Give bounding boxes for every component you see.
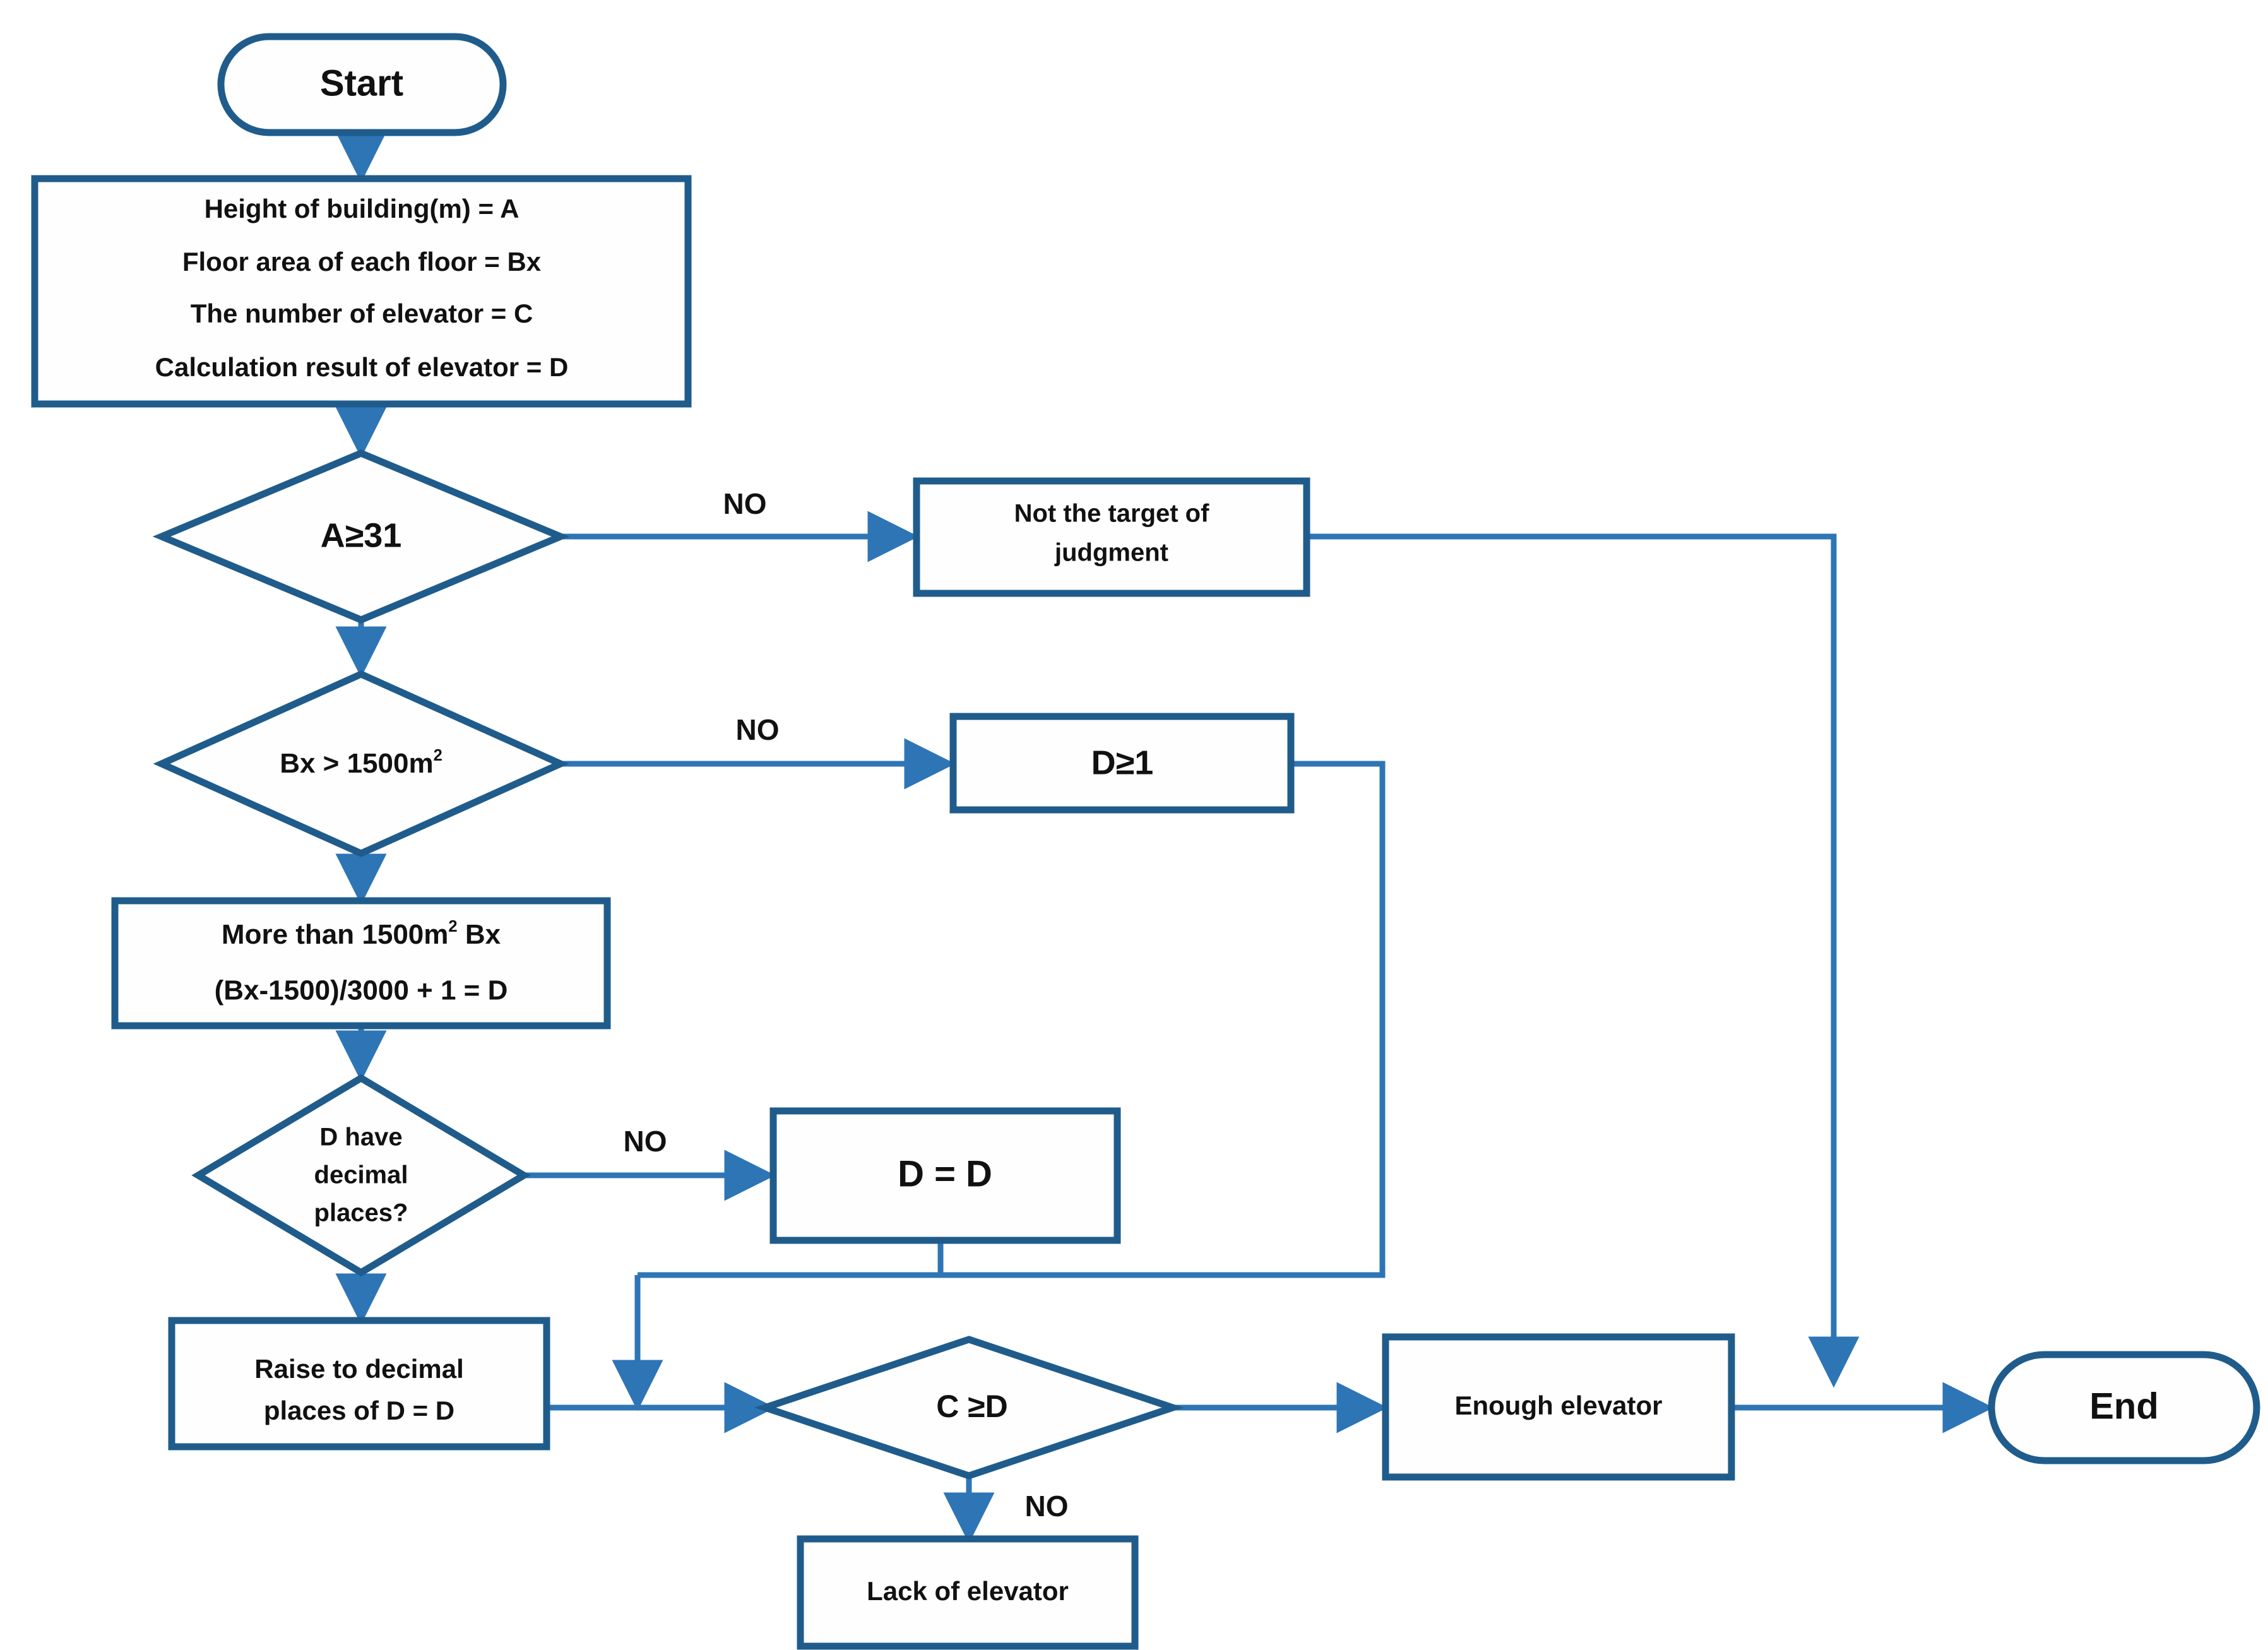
not-target-line-1: Not the target of	[1014, 500, 1210, 528]
node-start[interactable]: Start	[217, 33, 507, 136]
decision-decimal-line-3: places?	[314, 1199, 408, 1227]
decision-area-unit: m	[408, 748, 433, 779]
raise-decimal-line-1: Raise to decimal	[254, 1354, 463, 1384]
raise-decimal-line-2: places of D = D	[264, 1396, 454, 1425]
decision-area-shape	[153, 670, 569, 858]
node-d-equals-d[interactable]: D = D	[769, 1107, 1121, 1244]
d-ge-1-shape	[949, 713, 1295, 814]
inputs-line-4: Calculation result of elevator = D	[155, 352, 569, 382]
not-target-line-2: judgment	[1054, 539, 1168, 567]
edge-label-no-area: NO	[736, 713, 780, 746]
lack-elevator-shape	[797, 1535, 1139, 1650]
node-not-target[interactable]: Not the target of judgment	[913, 477, 1310, 597]
decision-enough-shape	[754, 1336, 1184, 1480]
start-shape	[217, 33, 507, 136]
node-decision-enough[interactable]: C ≥D	[754, 1336, 1184, 1480]
calc-d-shape	[111, 897, 611, 1030]
decision-area-sup: 2	[434, 747, 442, 764]
node-calc-d[interactable]: More than 1500m2 Bx (Bx-1500)/3000 + 1 =…	[111, 897, 611, 1030]
edge-label-no-enough: NO	[1025, 1490, 1069, 1522]
node-inputs[interactable]: Height of building(m) = A Floor area of …	[31, 175, 692, 408]
edge-label-no-height: NO	[723, 487, 767, 520]
decision-decimal-line-1: D have	[319, 1124, 402, 1151]
node-decision-height[interactable]: A≥31	[152, 449, 570, 624]
calc-d-line-1: More than 1500m2 Bx	[222, 918, 501, 950]
node-decision-area[interactable]: Bx > 1500m2	[153, 670, 569, 858]
node-decision-decimal[interactable]: D have decimal places?	[191, 1074, 531, 1277]
node-lack-elevator[interactable]: Lack of elevator	[797, 1535, 1139, 1650]
edge-label-no-decimal: NO	[624, 1125, 667, 1158]
node-end[interactable]: End	[1988, 1351, 2260, 1464]
end-shape	[1988, 1351, 2260, 1464]
calc-d-line1-sup: 2	[448, 918, 457, 935]
start-label: Start	[320, 62, 403, 104]
edge-nottarget-to-end	[1307, 533, 1860, 1388]
d-equals-d-shape	[769, 1107, 1121, 1244]
enough-elevator-label: Enough elevator	[1454, 1391, 1662, 1420]
lack-elevator-label: Lack of elevator	[867, 1576, 1069, 1606]
inputs-line-3: The number of elevator = C	[191, 299, 533, 328]
inputs-line-1: Height of building(m) = A	[205, 194, 520, 223]
calc-d-line1-pre: More than 1500	[222, 919, 424, 950]
node-raise-decimal[interactable]: Raise to decimal places of D = D	[168, 1317, 550, 1451]
decision-enough-label: C ≥D	[936, 1389, 1008, 1424]
decision-decimal-line-2: decimal	[314, 1161, 408, 1189]
edge-dge1-to-merge	[638, 761, 1386, 1278]
decision-area-main: Bx > 1500	[280, 748, 408, 779]
node-d-ge-1[interactable]: D≥1	[949, 713, 1295, 814]
inputs-shape	[31, 175, 692, 408]
raise-decimal-shape	[168, 1317, 550, 1451]
not-target-shape	[913, 477, 1310, 597]
calc-d-line1-unit: m	[424, 919, 448, 950]
decision-height-label: A≥31	[321, 516, 402, 554]
decision-height-shape	[152, 449, 570, 624]
decision-area-label: Bx > 1500m2	[280, 747, 442, 779]
d-ge-1-label: D≥1	[1091, 744, 1154, 781]
enough-elevator-shape	[1382, 1333, 1735, 1481]
d-equals-d-label: D = D	[898, 1153, 992, 1194]
end-label: End	[2089, 1386, 2159, 1427]
node-enough-elevator[interactable]: Enough elevator	[1382, 1333, 1735, 1481]
calc-d-line-2: (Bx-1500)/3000 + 1 = D	[215, 975, 508, 1006]
decision-decimal-shape	[191, 1074, 531, 1277]
calc-d-line1-post: Bx	[458, 919, 501, 950]
inputs-line-2: Floor area of each floor = Bx	[182, 247, 542, 276]
